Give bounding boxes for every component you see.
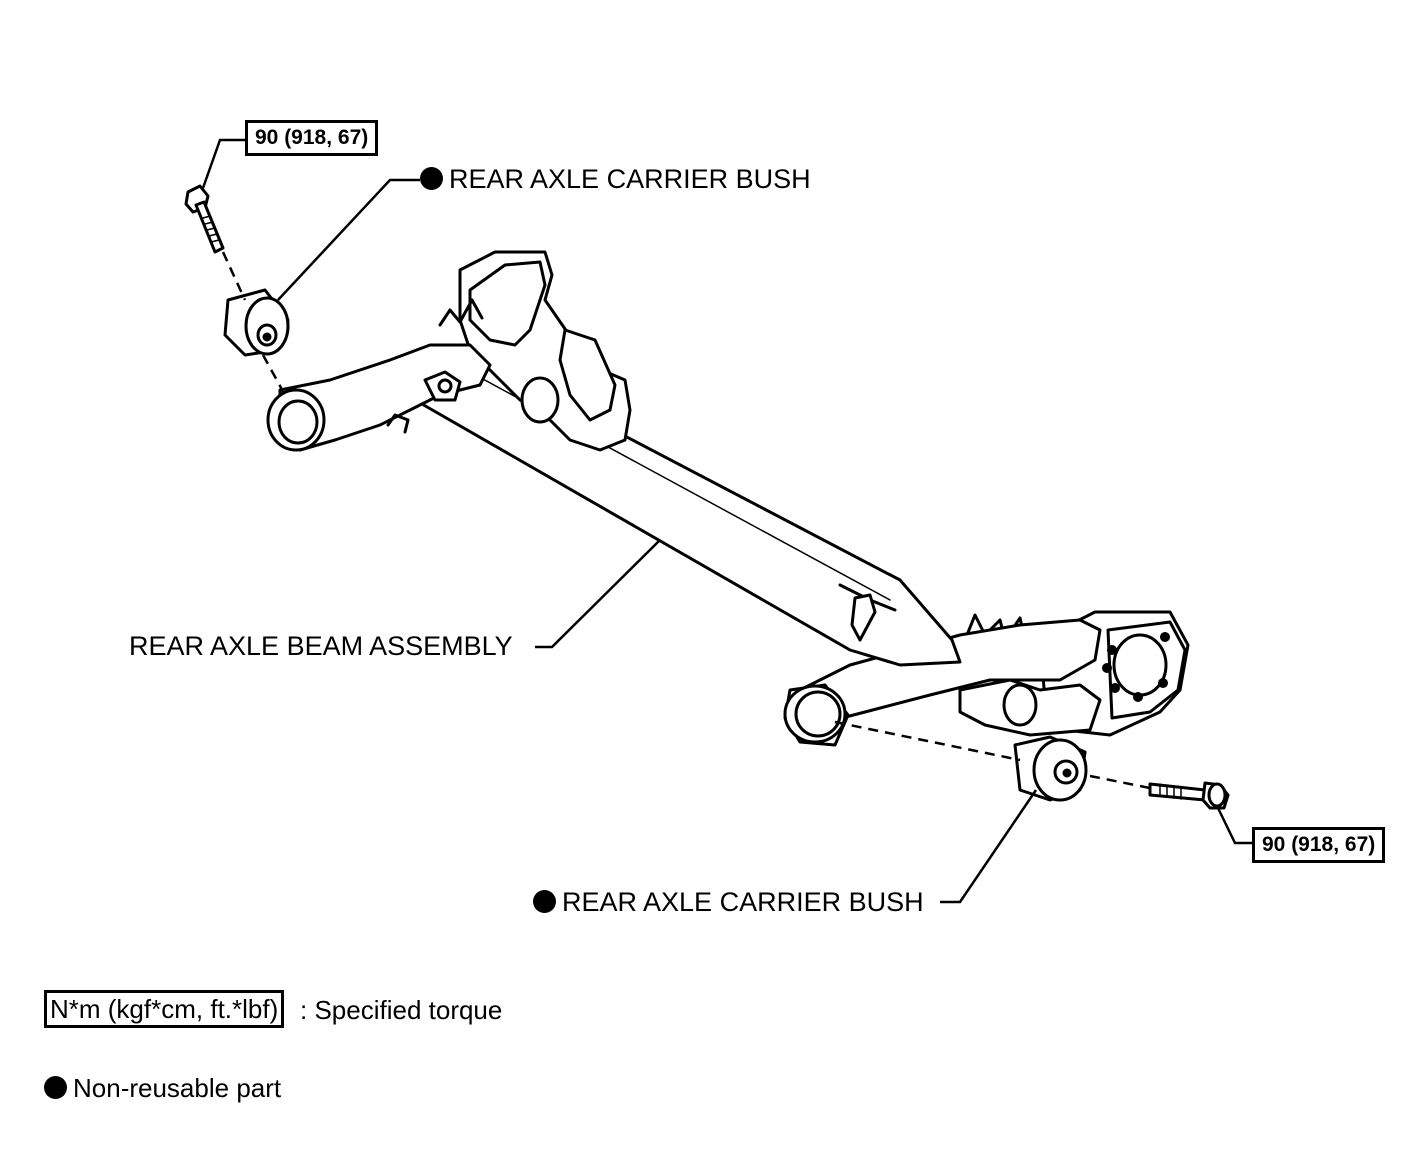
- bottom-bush: [1013, 735, 1088, 802]
- legend-torque-desc: : Specified torque: [300, 995, 503, 1025]
- non-reusable-marker-icon: [533, 890, 556, 913]
- torque-spec-top: 90 (918, 67): [245, 120, 379, 156]
- legend-nonreusable-text: Non-reusable part: [73, 1073, 282, 1103]
- label-beam: REAR AXLE BEAM ASSEMBLY: [129, 631, 513, 661]
- label-bush-top-text: REAR AXLE CARRIER BUSH: [449, 164, 811, 194]
- non-reusable-marker-icon: [44, 1076, 67, 1099]
- leader-beam: [535, 539, 661, 649]
- legend-torque-unit-box: N*m (kgf*cm, ft.*lbf): [44, 990, 285, 1028]
- label-bush-bottom: REAR AXLE CARRIER BUSH: [533, 887, 924, 917]
- label-bush-top: REAR AXLE CARRIER BUSH: [420, 164, 811, 194]
- right-trailing-arm: [798, 618, 1102, 727]
- cross-beam: [413, 353, 962, 667]
- leader-bottom-bush: [940, 789, 1038, 904]
- torque-spec-bottom: 90 (918, 67): [1252, 827, 1386, 863]
- legend-nonreusable: Non-reusable part: [44, 1073, 281, 1103]
- non-reusable-marker-icon: [420, 167, 443, 190]
- leader-bottom-torque: [1216, 807, 1253, 845]
- leader-top-bush: [277, 178, 420, 301]
- label-bush-bottom-text: REAR AXLE CARRIER BUSH: [562, 887, 924, 917]
- top-bush: [223, 288, 290, 357]
- leader-top-torque: [201, 138, 245, 189]
- bottom-bolt: [1148, 781, 1230, 810]
- top-bolt: [184, 184, 225, 254]
